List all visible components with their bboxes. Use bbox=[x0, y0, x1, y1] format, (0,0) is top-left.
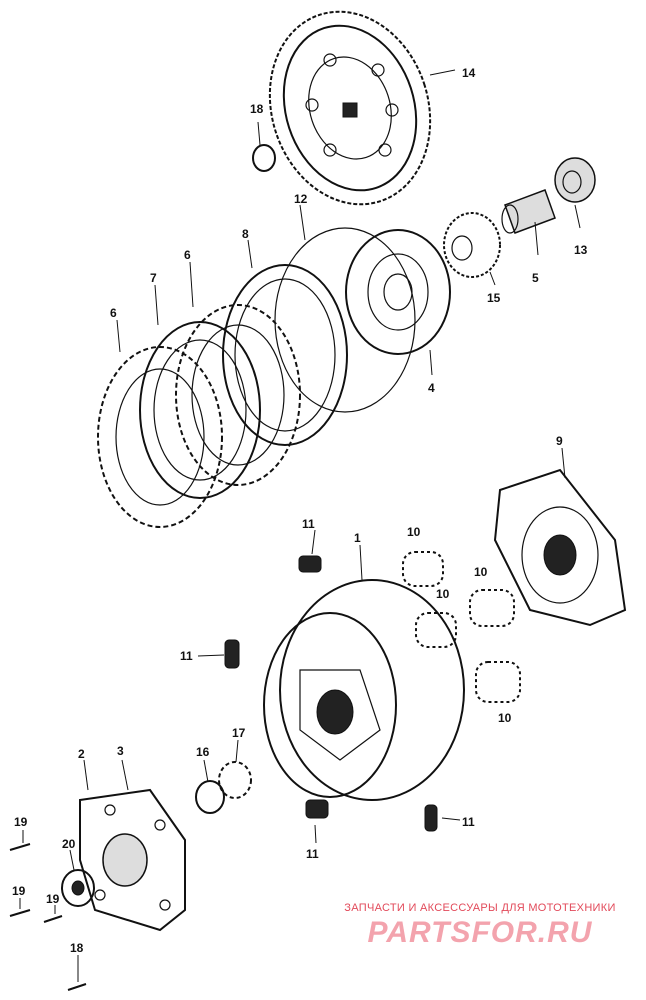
label-11-left: 11 bbox=[180, 649, 193, 663]
pressure-plate bbox=[222, 264, 348, 446]
label-19-b: 19 bbox=[12, 884, 26, 898]
pin-1 bbox=[298, 555, 322, 573]
label-1: 1 bbox=[354, 531, 361, 545]
label-10-b: 10 bbox=[436, 587, 450, 601]
label-14: 14 bbox=[462, 66, 476, 80]
clutch-plate bbox=[139, 321, 261, 499]
label-6-front: 6 bbox=[110, 306, 117, 320]
pin-4 bbox=[424, 804, 438, 832]
set-ring bbox=[274, 227, 416, 413]
lock-washer bbox=[218, 761, 252, 799]
pin-2 bbox=[224, 639, 240, 669]
label-3: 3 bbox=[117, 744, 124, 758]
clutch-center bbox=[345, 229, 451, 355]
label-4: 4 bbox=[428, 381, 435, 395]
label-6-back: 6 bbox=[184, 248, 191, 262]
label-18-bottom: 18 bbox=[70, 941, 84, 955]
primary-driven-gear bbox=[268, 10, 432, 206]
label-20: 20 bbox=[62, 837, 76, 851]
spring-1 bbox=[402, 551, 444, 587]
label-19-a: 19 bbox=[14, 815, 28, 829]
label-5: 5 bbox=[532, 271, 539, 285]
clutch-outer bbox=[263, 579, 465, 801]
label-7: 7 bbox=[150, 271, 157, 285]
label-19-c: 19 bbox=[46, 892, 60, 906]
screw-2 bbox=[9, 909, 31, 917]
friction-disk-back bbox=[175, 304, 301, 486]
label-8: 8 bbox=[242, 227, 249, 241]
clutch-springs bbox=[402, 551, 521, 703]
screw-3 bbox=[43, 915, 63, 923]
clutch-lifter-plate bbox=[493, 468, 627, 627]
friction-disk-front bbox=[97, 346, 223, 528]
screw-4 bbox=[67, 983, 87, 991]
filter-bearing bbox=[61, 869, 95, 907]
watermark: ЗАПЧАСТИ И АКСЕССУАРЫ ДЛЯ МОТОТЕХНИКИ PA… bbox=[330, 902, 630, 950]
primary-drive-gear bbox=[443, 212, 501, 278]
screws bbox=[9, 843, 87, 991]
watermark-subtitle: ЗАПЧАСТИ И АКСЕССУАРЫ ДЛЯ МОТОТЕХНИКИ bbox=[344, 902, 616, 914]
needle-bearing bbox=[501, 189, 556, 234]
label-10-c: 10 bbox=[474, 565, 488, 579]
watermark-brand: PARTSFOR.RU bbox=[367, 916, 593, 949]
label-12: 12 bbox=[294, 192, 308, 206]
label-2: 2 bbox=[78, 747, 85, 761]
label-10-a: 10 bbox=[407, 525, 421, 539]
leader-lines bbox=[19, 69, 581, 982]
clutch-pins bbox=[224, 555, 438, 832]
lock-nut bbox=[195, 780, 225, 814]
label-17: 17 bbox=[232, 726, 246, 740]
oil-filter-cover bbox=[79, 788, 186, 932]
screw-1 bbox=[9, 843, 31, 851]
pin-3 bbox=[305, 799, 329, 819]
spring-2 bbox=[415, 612, 457, 648]
label-11-lower: 11 bbox=[306, 847, 319, 861]
label-15: 15 bbox=[487, 291, 501, 305]
part-number-labels: 14 18 13 12 5 15 8 6 7 6 4 9 11 1 10 10 … bbox=[12, 66, 588, 955]
label-13: 13 bbox=[574, 243, 588, 257]
label-10-d: 10 bbox=[498, 711, 512, 725]
label-16: 16 bbox=[196, 745, 210, 759]
label-18-top: 18 bbox=[250, 102, 264, 116]
spring-3 bbox=[469, 589, 515, 627]
circlip-top bbox=[252, 144, 276, 172]
collar bbox=[554, 157, 596, 203]
label-11-upper: 11 bbox=[302, 517, 315, 531]
spring-4 bbox=[475, 661, 521, 703]
label-11-right: 11 bbox=[462, 815, 475, 829]
label-9: 9 bbox=[556, 434, 563, 448]
